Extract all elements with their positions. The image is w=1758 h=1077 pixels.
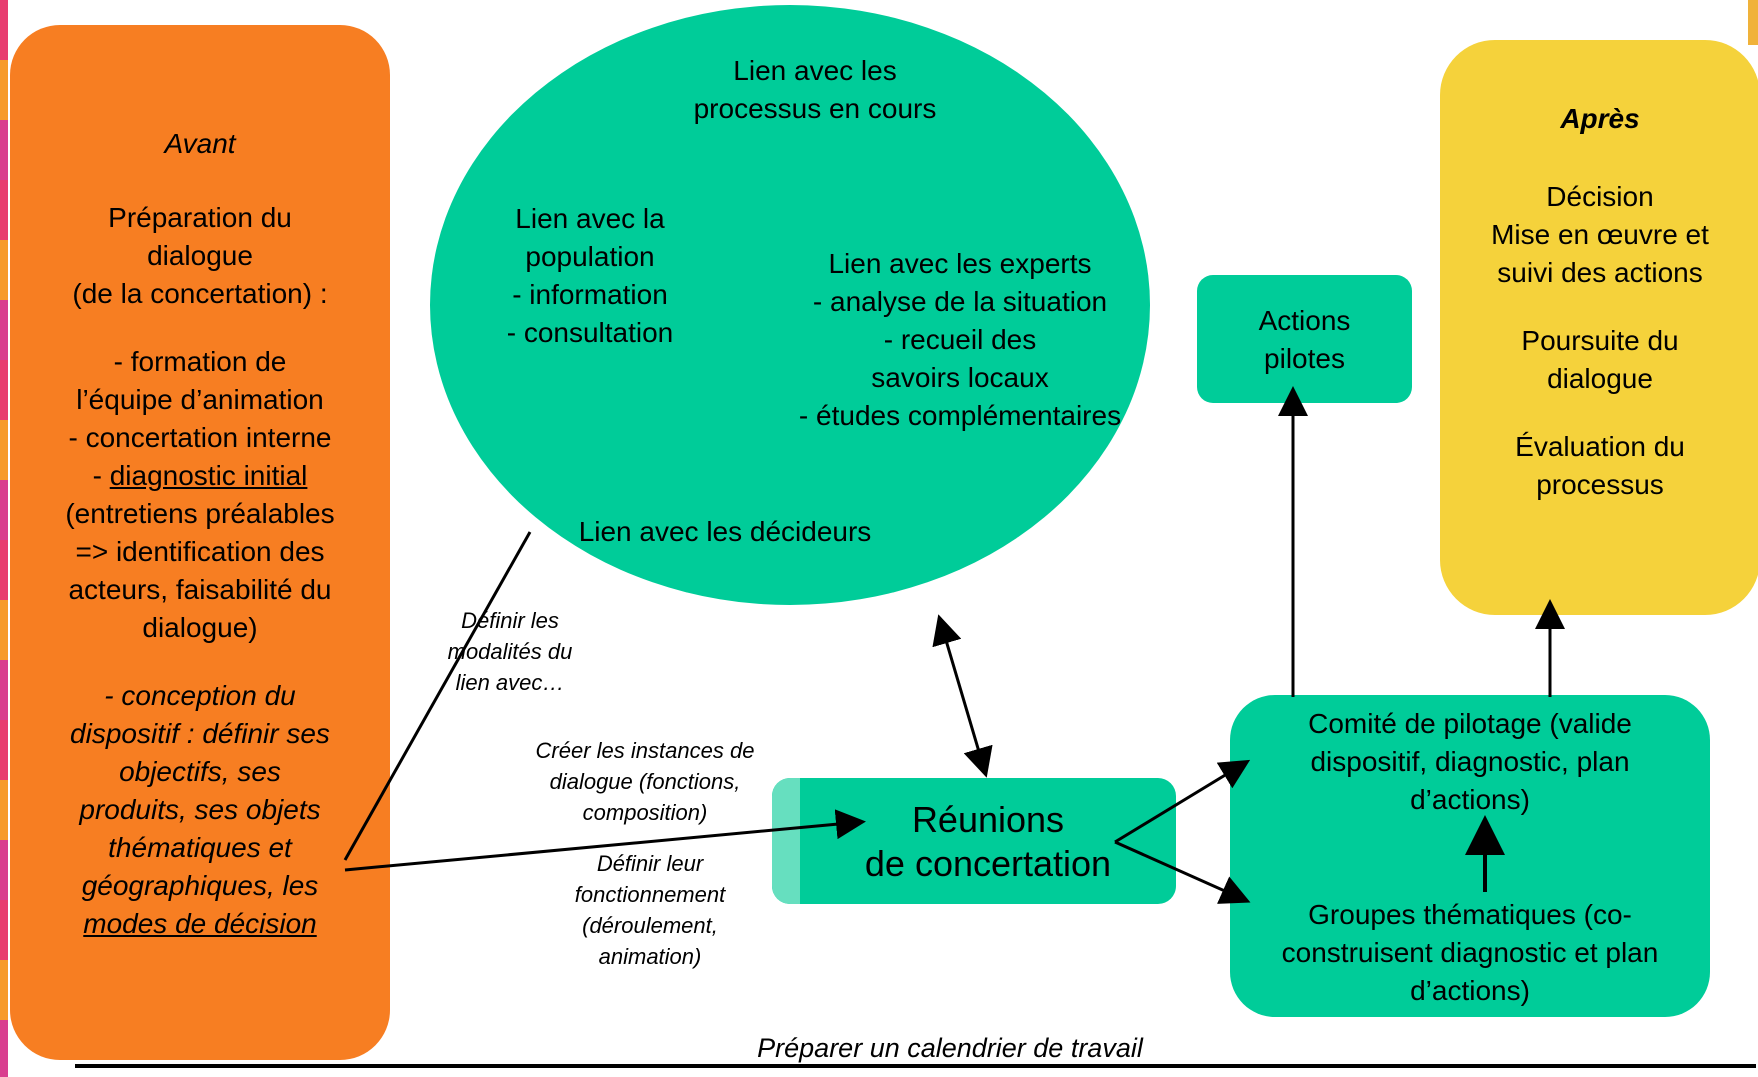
apres-mise-2: suivi des actions (1497, 257, 1703, 288)
instances-1: Créer les instances de (535, 738, 755, 763)
avant-line-7: acteurs, faisabilité du (68, 574, 332, 605)
label-fonctionnement: Définir leur fonctionnement (déroulement… (540, 848, 760, 972)
fonct-1: Définir leur (596, 851, 704, 876)
apres-eval-1: Évaluation du (1515, 431, 1685, 462)
avant-line-1: - formation de (113, 346, 287, 377)
apres-poursuite-1: Poursuite du (1521, 325, 1679, 356)
lien-experts-2: - analyse de la situation (812, 286, 1108, 317)
modalites-3: lien avec… (455, 670, 565, 695)
label-calendrier: Préparer un calendrier de travail (757, 1033, 1143, 1063)
comite-desc-3: d’actions) (1410, 784, 1530, 815)
avant-line-8: dialogue) (142, 612, 258, 643)
apres-title: Après (1560, 103, 1640, 134)
fonct-4: animation) (598, 944, 702, 969)
reunions-line-2: de concertation (864, 843, 1112, 884)
avant-content: Avant Préparation du dialogue (de la con… (10, 125, 390, 943)
avant-heading-1: Préparation du (108, 202, 292, 233)
comite-desc-1: (valide (1541, 708, 1632, 739)
lien-population-1: Lien avec la (515, 203, 665, 234)
groupes-3: d’actions) (1410, 975, 1530, 1006)
apres-mise-1: Mise en œuvre et (1491, 219, 1709, 250)
avant-line-4: - diagnostic initial (10, 457, 390, 495)
actions-line-2: pilotes (1264, 343, 1345, 374)
groupes-title: Groupes thématiques (1308, 899, 1576, 930)
actions-pilotes-label: Actions pilotes (1197, 302, 1412, 378)
avant-ital-1: - conception du (104, 680, 296, 711)
left-decoration (0, 0, 8, 1077)
lien-decideurs: Lien avec les décideurs (578, 516, 872, 547)
fonct-2: fonctionnement (574, 882, 726, 907)
lien-processus-2: processus en cours (693, 93, 937, 124)
apres-box (1440, 40, 1758, 615)
avant-line-6: => identification des (75, 536, 325, 567)
comite-title: Comité de pilotage (1308, 708, 1542, 739)
liens-circle (430, 5, 1150, 605)
avant-ital-6: géographiques, les (81, 870, 319, 901)
arrow-circle-reunions (932, 614, 993, 778)
avant-ital-2: dispositif : définir ses (70, 718, 330, 749)
comite-text: Comité de pilotage (valide dispositif, d… (1230, 705, 1710, 819)
avant-heading-2: dialogue (147, 240, 253, 271)
apres-content: Après Décision Mise en œuvre et suivi de… (1440, 100, 1758, 504)
lien-processus-1: Lien avec les (733, 55, 897, 86)
lien-experts: Lien avec les experts - analyse de la si… (760, 245, 1160, 435)
groupes-text: Groupes thématiques (co- construisent di… (1230, 896, 1710, 1010)
reunions-label: Réunions de concertation (800, 798, 1176, 886)
avant-line-4-prefix: - (92, 460, 110, 491)
right-decoration (1748, 0, 1758, 45)
avant-ital-3: objectifs, ses (119, 756, 281, 787)
label-modalites: Définir les modalités du lien avec… (425, 605, 595, 698)
apres-eval-2: processus (1536, 469, 1664, 500)
actions-line-1: Actions (1258, 305, 1351, 336)
groupes-1: (co- (1575, 899, 1632, 930)
avant-line-3: - concertation interne (68, 422, 332, 453)
lien-experts-5: - études complémentaires (798, 400, 1122, 431)
actions-pilotes-box (1197, 275, 1412, 403)
avant-ital-5: thématiques et (108, 832, 292, 863)
reunions-line-1: Réunions (911, 799, 1065, 840)
instances-3: composition) (582, 800, 708, 825)
avant-title: Avant (164, 128, 236, 159)
lien-experts-4: savoirs locaux (871, 362, 1049, 393)
label-instances: Créer les instances de dialogue (fonctio… (500, 735, 790, 828)
lien-processus: Lien avec les processus en cours (630, 52, 1000, 128)
comite-line-1: Comité de pilotage (valide (1230, 705, 1710, 743)
instances-2: dialogue (fonctions, (549, 769, 741, 794)
lien-population: Lien avec la population - information - … (460, 200, 720, 352)
avant-box (10, 25, 390, 1060)
lien-population-2: population (525, 241, 655, 272)
avant-line-2: l’équipe d’animation (76, 384, 324, 415)
diagnostic-initial-link: diagnostic initial (109, 460, 308, 491)
lien-population-4: - consultation (506, 317, 674, 348)
groupes-line-1: Groupes thématiques (co- (1230, 896, 1710, 934)
avant-line-5: (entretiens préalables (65, 498, 335, 529)
modalites-2: modalités du (447, 639, 573, 664)
apres-decision: Décision (1546, 181, 1654, 212)
lien-experts-3: - recueil des (883, 324, 1037, 355)
comite-groupes-box (1230, 695, 1710, 1017)
avant-ital-7: modes de décision (83, 908, 317, 939)
modalites-1: Définir les (461, 608, 559, 633)
lien-population-3: - information (512, 279, 668, 310)
avant-heading-3: (de la concertation) : (72, 278, 328, 309)
apres-poursuite-2: dialogue (1547, 363, 1653, 394)
fonct-3: (déroulement, (582, 913, 718, 938)
comite-desc-2: dispositif, diagnostic, plan (1310, 746, 1630, 777)
groupes-2: construisent diagnostic et plan (1281, 937, 1659, 968)
lien-experts-1: Lien avec les experts (828, 248, 1092, 279)
avant-ital-4: produits, ses objets (79, 794, 321, 825)
